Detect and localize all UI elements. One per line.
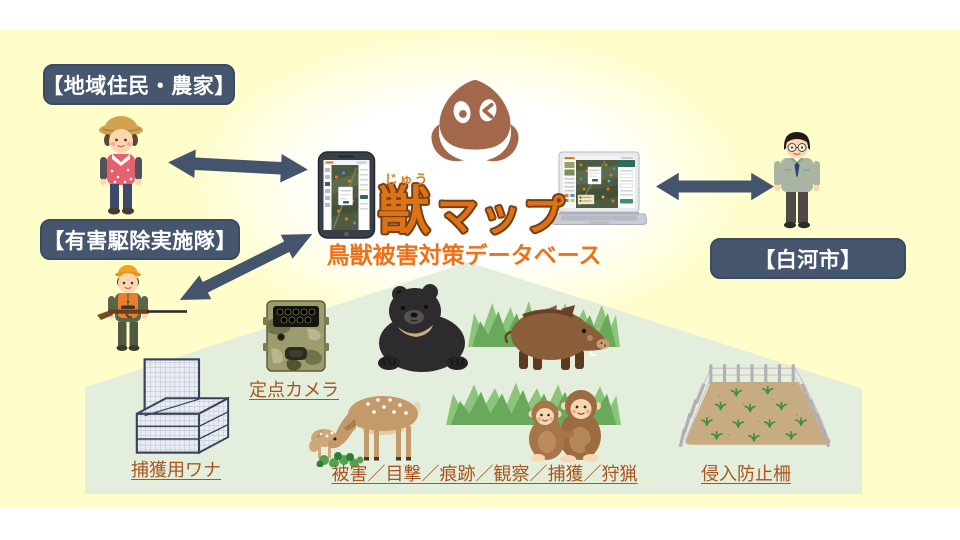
- farmer-illustration: [88, 110, 154, 218]
- tag-city-label: 【白河市】: [754, 248, 862, 272]
- app-logo-title: じゅう 獣 マップ: [372, 172, 572, 241]
- wild-boar-illustration: [503, 304, 611, 372]
- caption-intrusion-fence: 侵入防止柵: [701, 464, 791, 484]
- tag-team-label: 【有害駆除実施隊】: [43, 229, 237, 253]
- smartphone-map-app: [316, 151, 377, 239]
- logo-kanji: 獣: [377, 183, 430, 241]
- tag-residents-farmers: 【地域住民・農家】: [42, 64, 236, 105]
- beast-face-mascot-icon: [424, 76, 526, 164]
- cage-trap-illustration: [131, 357, 233, 455]
- caption-record-types: 被害／目撃／痕跡／観察／捕獲／狩猟: [331, 464, 638, 484]
- laptop-map-app: [551, 150, 647, 232]
- tag-shirakawa-city: 【白河市】: [710, 238, 906, 279]
- hunter-illustration: [95, 258, 190, 358]
- protection-fence-illustration: [650, 356, 856, 455]
- database-subtitle: 鳥獣被害対策データベース: [326, 242, 602, 268]
- tag-pest-control-team: 【有害駆除実施隊】: [40, 219, 240, 260]
- double-arrow-residents-phone-icon: [167, 146, 308, 185]
- tag-residents-label: 【地域住民・農家】: [42, 74, 236, 98]
- logo-katakana: マップ: [437, 192, 566, 239]
- deer-eating-illustration: [308, 372, 433, 467]
- caption-fixed-camera: 定点カメラ: [249, 380, 339, 400]
- black-bear-illustration: [370, 281, 476, 373]
- caption-capture-trap: 捕獲用ワナ: [131, 460, 221, 480]
- monkeys-illustration: [518, 384, 610, 462]
- double-arrow-laptop-city-icon: [656, 171, 774, 202]
- double-arrow-team-phone-icon: [173, 221, 319, 314]
- city-official-illustration: [761, 125, 833, 235]
- logo-furigana: じゅう: [384, 172, 430, 187]
- trail-camera-illustration: [263, 299, 329, 374]
